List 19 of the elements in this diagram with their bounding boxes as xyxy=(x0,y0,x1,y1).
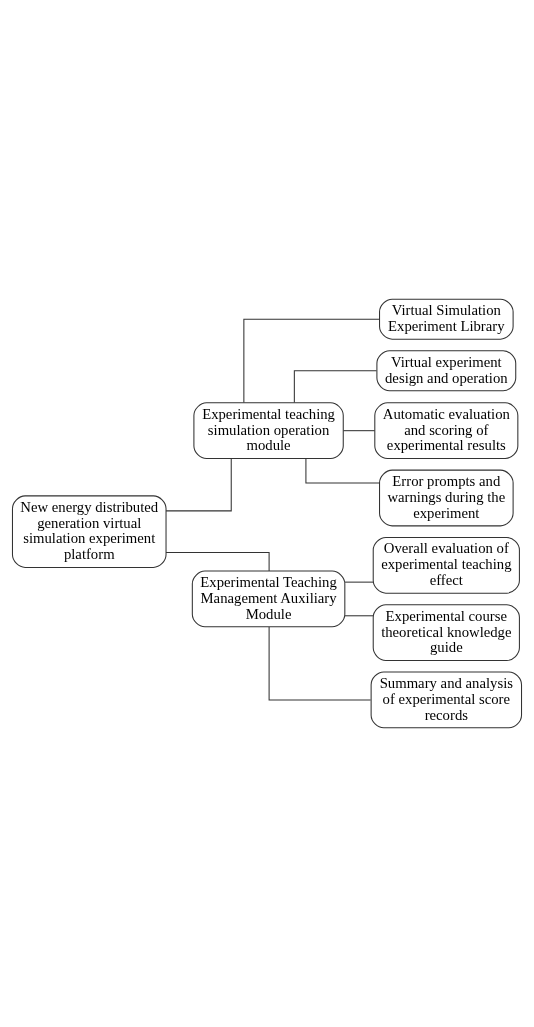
connector xyxy=(165,458,232,512)
node-box: Virtual experiment design and operation xyxy=(376,350,517,392)
node-box: New energy distributed generation virtual simulation experiment platform xyxy=(11,495,167,568)
connector xyxy=(344,615,374,617)
node-box: Error prompts and warnings during the experiment xyxy=(379,469,514,527)
node-box: Experimental course theoretical knowledge guide xyxy=(372,604,520,661)
connector xyxy=(344,581,374,583)
connector xyxy=(342,430,376,432)
connector xyxy=(165,551,270,572)
node-box: Experimental Teaching Management Auxiliary Module xyxy=(191,570,346,628)
node-box: Automatic evaluation and scoring of experimental results xyxy=(374,402,519,460)
node-box: Experimental teaching simulation operation module xyxy=(193,402,344,460)
connector xyxy=(293,370,378,403)
connector xyxy=(243,318,380,404)
node-box: Summary and analysis of experimental score records xyxy=(370,671,523,729)
connector xyxy=(305,458,380,484)
connector xyxy=(268,626,372,701)
node-box: Virtual Simulation Experiment Library xyxy=(379,298,514,340)
node-box: Overall evaluation of experimental teaching effect xyxy=(372,536,520,594)
